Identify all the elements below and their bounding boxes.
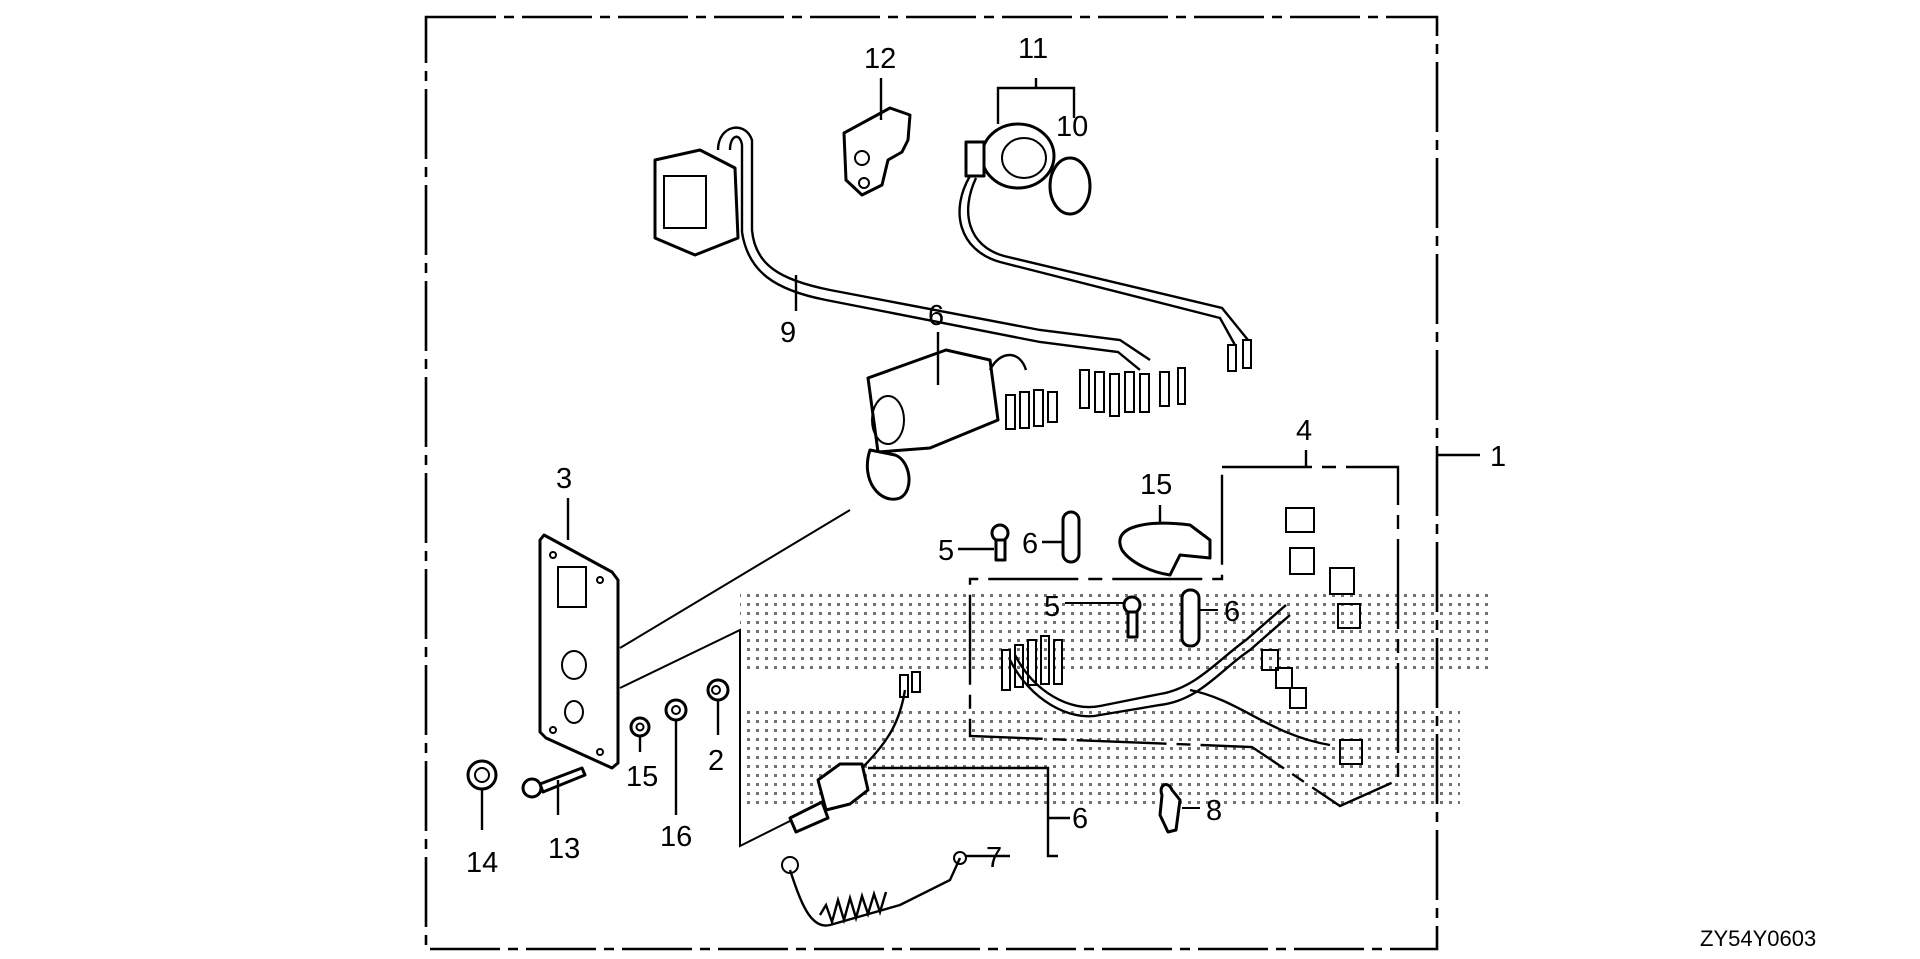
part-14-bracket[interactable] (842, 106, 912, 197)
part-11-switch-harness[interactable] (653, 126, 1186, 417)
callout-9[interactable]: 7 (986, 842, 1002, 874)
part-4-harness[interactable] (1001, 507, 1363, 765)
callout-15[interactable]: 13 (548, 833, 580, 865)
callout-13[interactable]: 11 (1018, 33, 1048, 65)
callout-7[interactable]: 6 (928, 300, 944, 332)
callout-18[interactable]: 15 (626, 761, 658, 793)
callout-5-upper[interactable]: 5 (938, 535, 954, 567)
part-5-screw-upper[interactable] (990, 523, 1010, 562)
callout-6-lower[interactable]: 6 (1224, 596, 1240, 628)
callout-11[interactable]: 9 (780, 317, 796, 349)
callout-5-lower[interactable]: 5 (1044, 591, 1060, 623)
callout-3[interactable]: 3 (556, 463, 572, 495)
part-15-screw[interactable] (521, 766, 587, 799)
assembly-line-7 (619, 509, 851, 649)
callout-19[interactable]: 16 (660, 821, 692, 853)
leader-8 (868, 766, 1070, 858)
part-13-gauge[interactable] (958, 122, 1252, 372)
kit-frame (424, 15, 1439, 951)
part-8-stop-switch[interactable] (788, 671, 921, 834)
leader-13 (996, 78, 1076, 124)
drawing-code: ZY54Y0603 (1700, 926, 1816, 951)
callout-12[interactable]: 10 (1056, 111, 1088, 143)
part-6-collar-lower[interactable] (1180, 588, 1201, 648)
part-9-lanyard[interactable] (781, 851, 967, 927)
part-3-panel-plate[interactable] (538, 533, 620, 770)
callout-14[interactable]: 12 (864, 43, 896, 75)
part-6-collar-upper[interactable] (1061, 510, 1081, 564)
part-10-clip[interactable] (1158, 783, 1182, 834)
callout-8[interactable]: 6 (1072, 803, 1088, 835)
callout-1[interactable]: 1 (1490, 441, 1506, 473)
callout-4[interactable]: 4 (1296, 415, 1312, 447)
part-5-screw-lower[interactable] (1122, 595, 1142, 639)
part-17-clamp[interactable] (1118, 521, 1212, 577)
harness-frame (968, 465, 1400, 808)
callout-2[interactable]: 2 (708, 745, 724, 777)
part-12-lens[interactable] (1048, 156, 1092, 216)
part-18-washer[interactable] (629, 716, 651, 738)
callout-10[interactable]: 8 (1206, 795, 1222, 827)
assembly-line-8 (619, 628, 801, 848)
part-19-washer[interactable] (664, 698, 688, 722)
part-2-nut[interactable] (706, 678, 730, 702)
part-16-nut[interactable] (466, 759, 498, 791)
callout-6-upper[interactable]: 6 (1022, 528, 1038, 560)
callout-17[interactable]: 15 (1140, 469, 1172, 501)
part-7-ignition-switch[interactable] (865, 348, 1058, 501)
callout-16[interactable]: 14 (466, 847, 498, 879)
